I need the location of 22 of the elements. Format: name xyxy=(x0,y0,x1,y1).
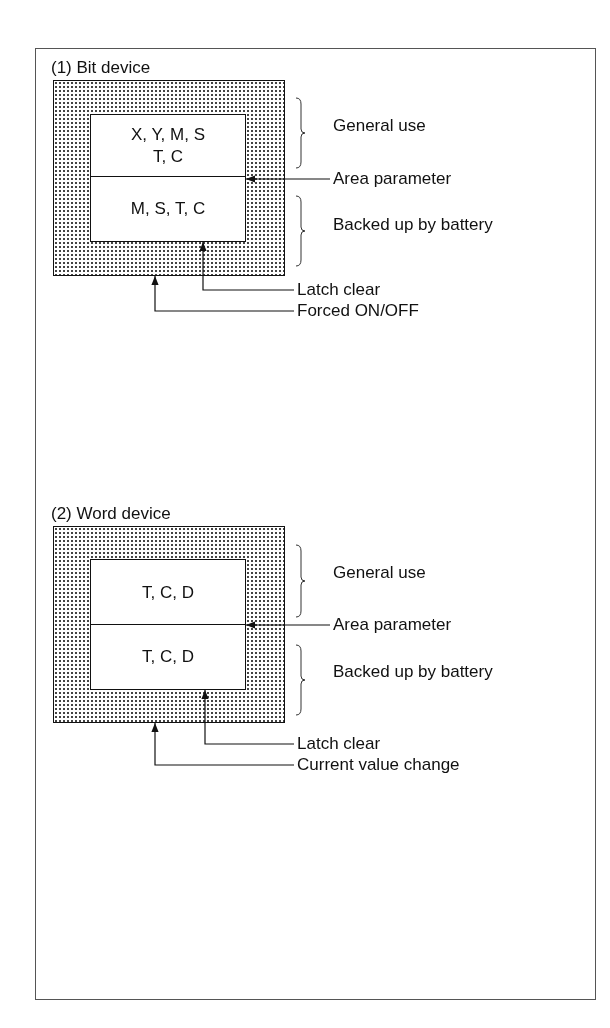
memory-area-box: X, Y, M, S T, C xyxy=(90,114,246,178)
leader-arrow xyxy=(245,621,331,629)
section-heading: (1) Bit device xyxy=(51,58,151,78)
callout-label: Latch clear xyxy=(297,734,381,754)
callout-label: Area parameter xyxy=(333,615,452,635)
leader-arrow xyxy=(201,689,295,745)
memory-area-box: T, C, D xyxy=(90,559,246,626)
callout-label: Area parameter xyxy=(333,169,452,189)
leader-arrow xyxy=(199,241,295,291)
leader-arrow xyxy=(151,275,295,312)
section-heading: (2) Word device xyxy=(51,504,171,524)
memory-area-box: M, S, T, C xyxy=(90,176,246,242)
callout-label: Forced ON/OFF xyxy=(297,301,419,321)
range-label: General use xyxy=(333,563,426,583)
leader-arrow xyxy=(245,175,331,183)
memory-area-box: T, C, D xyxy=(90,624,246,690)
leader-arrow xyxy=(151,722,295,766)
callout-label: Current value change xyxy=(297,755,460,775)
range-label: General use xyxy=(333,116,426,136)
callout-label: Latch clear xyxy=(297,280,381,300)
range-label: Backed up by battery xyxy=(333,662,493,682)
range-label: Backed up by battery xyxy=(333,215,493,235)
